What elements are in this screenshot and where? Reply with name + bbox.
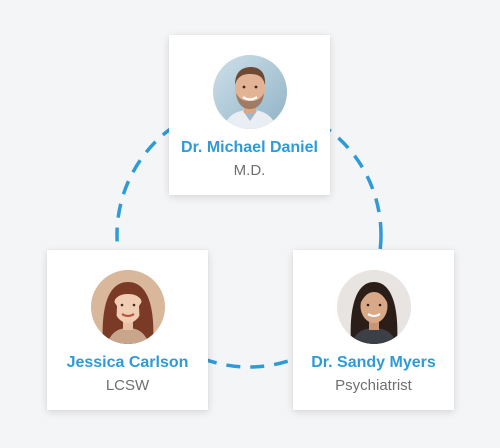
member-role: M.D. [233, 162, 266, 179]
dashed-circle [115, 101, 383, 369]
member-role: Psychiatrist [335, 377, 412, 394]
team-member-card-michael-daniel[interactable]: Dr. Michael Daniel M.D. [169, 35, 330, 195]
member-name: Jessica Carlson [66, 354, 189, 371]
member-name: Dr. Michael Daniel [181, 139, 318, 156]
member-name: Dr. Sandy Myers [311, 354, 436, 371]
member-role: LCSW [105, 377, 150, 394]
avatar-jessica-carlson [90, 270, 165, 344]
team-member-card-sandy-myers[interactable]: Dr. Sandy Myers Psychiatrist [293, 250, 454, 410]
avatar-michael-daniel [212, 55, 287, 129]
team-member-card-jessica-carlson[interactable]: Jessica Carlson LCSW [47, 250, 208, 410]
avatar-sandy-myers [336, 270, 411, 344]
